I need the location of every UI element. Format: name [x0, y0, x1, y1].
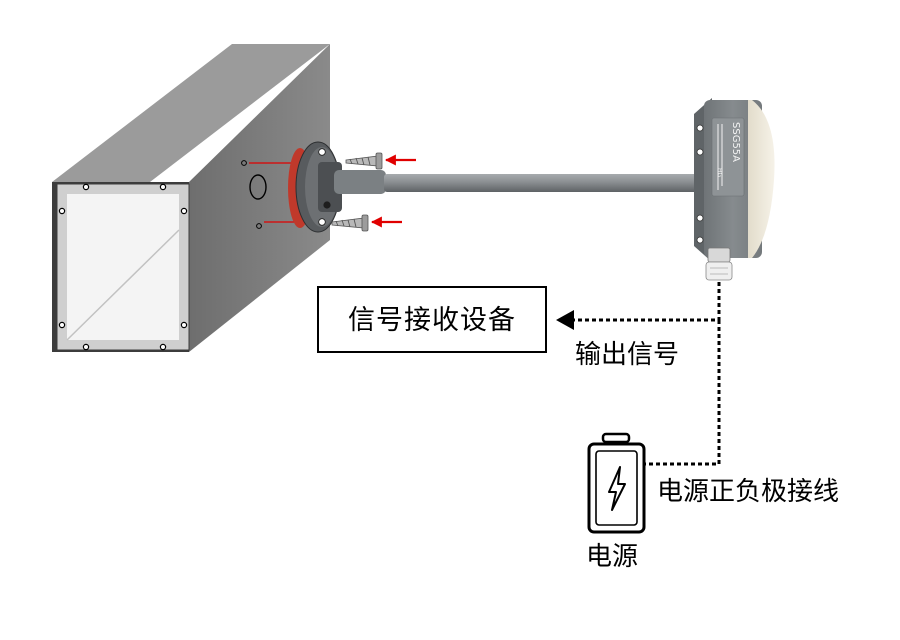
air-duct	[52, 44, 330, 352]
device-model: SSG55A	[730, 122, 741, 162]
duct-opening-diagonal	[66, 229, 180, 341]
duct-top-face	[52, 44, 330, 182]
cable-gland	[707, 247, 731, 263]
probe-tip	[334, 170, 386, 194]
sensor-housing: SSG55A HG	[694, 98, 775, 281]
signal-wiring	[572, 282, 721, 466]
duct-side-face	[189, 44, 330, 352]
output-signal-label: 输出信号	[575, 340, 679, 370]
duct-opening	[67, 194, 179, 340]
housing-cover	[748, 100, 775, 258]
battery-terminal	[601, 432, 631, 444]
power-wire	[645, 320, 721, 466]
power-label: 电源	[586, 542, 638, 572]
screw-icon	[345, 152, 383, 170]
label-lines	[717, 124, 723, 190]
housing-label	[711, 117, 745, 197]
duct-mounting-hole	[249, 174, 267, 200]
power-wiring-label: 电源正负极接线	[657, 477, 839, 507]
receiver-box	[317, 286, 547, 353]
flange-set-screw	[323, 201, 331, 209]
duct-screw-hole	[241, 160, 247, 166]
probe-tube	[384, 174, 706, 192]
duct-screw-hole	[256, 223, 262, 229]
device-small-label: HG	[716, 168, 723, 178]
flange-bolt-hole	[318, 218, 326, 226]
flange-bolt-hole	[318, 148, 326, 156]
receiver-box-label: 信号接收设备	[348, 305, 516, 336]
mounting-flange	[288, 141, 342, 233]
screw-icon	[331, 214, 369, 232]
cable-gland-nut	[705, 261, 733, 281]
battery-icon	[587, 432, 646, 534]
battery-inner	[595, 450, 638, 526]
sensor-probe	[334, 170, 706, 194]
duct-frame-rivets	[58, 183, 188, 351]
housing-screws	[696, 124, 704, 244]
battery-body	[587, 442, 646, 534]
output-signal-arrow	[556, 310, 574, 330]
lightning-bolt-icon	[608, 466, 626, 511]
output-signal-wire	[572, 282, 721, 322]
